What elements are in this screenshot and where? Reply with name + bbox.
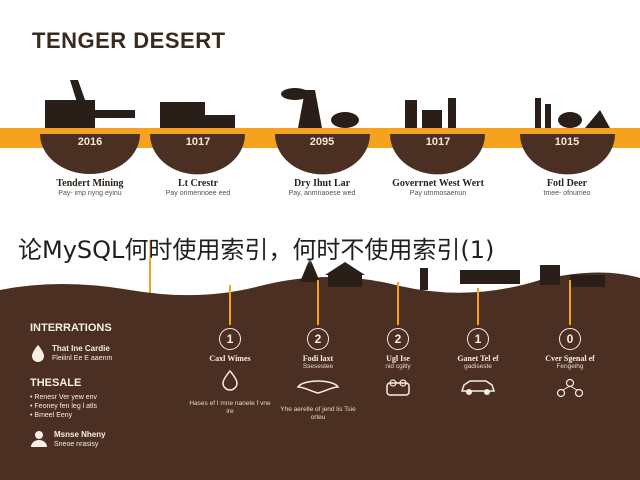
network-icon: [556, 378, 584, 398]
panel-item: That Ine Cardie Fleiiinl Ee E aaenm: [30, 344, 150, 363]
step-sub: Fengeihg: [556, 363, 584, 370]
crane-icon: [585, 110, 610, 128]
timeline-year: 1017: [425, 136, 451, 148]
timeline-label: Tendert Mining: [56, 178, 124, 189]
overlay-caption: 论MySQL何时使用索引，何时不使用索引(1): [18, 236, 495, 264]
step-number: 2: [387, 328, 409, 350]
timeline-label: Dry Ihut Lar: [293, 178, 351, 189]
panel-bullet: Renesr Ver yew env: [34, 394, 98, 401]
step-item: 0 Cver Sgenal ef Fengeihg: [525, 328, 615, 404]
panel-item-title: That Ine Cardie: [52, 344, 110, 353]
timeline-bowl-3: [275, 134, 370, 175]
step-number: 2: [307, 328, 329, 350]
step-title: Caxl Wimes: [209, 354, 251, 363]
house-icon: [328, 275, 362, 287]
timeline-sub: tmee- ofnumeo: [543, 190, 591, 197]
timeline-sub: Pay- imp nyng eyinu: [58, 190, 122, 197]
panel-bullet: Bmeel Eeny: [34, 412, 73, 419]
truck-icon: [570, 275, 605, 287]
step-title: Ugl Ise: [386, 354, 410, 363]
timeline-bowl-4: [390, 134, 485, 175]
building-icon: [422, 110, 442, 128]
step-item: 1 Ganet Tel ef gadiseste: [433, 328, 523, 402]
panel-item-title: Msnse Nheny: [54, 430, 106, 439]
mine-platform-icon: [55, 110, 135, 118]
step-title: Cver Sgenal ef: [545, 354, 595, 363]
timeline-label: Fotl Deer: [546, 178, 588, 189]
timeline-illustration: [0, 80, 640, 175]
timeline-sub: Pay utnmosaenun: [409, 190, 467, 197]
dune-shape: [0, 272, 640, 480]
train-icon: [460, 270, 520, 284]
timeline-year: 1015: [554, 136, 580, 148]
timeline-label: Goverrnet West Wert: [392, 178, 484, 189]
step-desc: Hases ef I mne nanete f vne ire: [189, 400, 271, 415]
truck-icon: [205, 115, 235, 128]
drop-icon: [32, 345, 44, 362]
factory-icon: [160, 102, 205, 128]
basket-icon: [386, 379, 410, 396]
tank-icon: [558, 112, 582, 128]
step-number: 1: [467, 328, 489, 350]
tank-icon: [540, 265, 560, 285]
wings-icon: [296, 380, 340, 394]
power-tower-icon: [300, 258, 320, 282]
panel-bullet: Feoney fen leg l atls: [34, 403, 98, 410]
tree-icon: [281, 88, 309, 100]
panel-heading: THESALE: [30, 377, 82, 389]
car-icon: [460, 380, 496, 395]
panel-item-text: Fleiiinl Ee E aaenm: [52, 355, 113, 362]
stack-icon: [535, 98, 541, 128]
timeline-bowl-2: [150, 134, 245, 175]
timeline-year: 1017: [185, 136, 211, 148]
tower-icon: [405, 100, 417, 128]
step-desc: Yhe aerelle of jend lis Tsie orteu: [280, 406, 356, 421]
dune-illustration: [0, 240, 640, 480]
timeline-sub: Pay onmennoee eed: [165, 190, 231, 197]
animal-icon: [331, 112, 359, 128]
chimney-icon: [448, 98, 456, 128]
panel-heading: INTERRATIONS: [30, 322, 112, 334]
step-title: Fodi laxt: [302, 354, 334, 363]
panel-item: Msnse Nheny Sneoe nrasisy: [30, 430, 150, 449]
timeline-year: 2095: [309, 136, 335, 148]
drop-icon: [222, 369, 238, 391]
panel-bullets: • Renesr Ver yew env • Feoney fen leg l …: [30, 394, 98, 419]
water-tower-icon: [420, 268, 428, 290]
oil-rig-icon: [298, 90, 322, 128]
step-sub: Ssesestee: [302, 363, 334, 370]
stack-icon-2: [545, 104, 551, 128]
step-title: Ganet Tel ef: [457, 354, 499, 363]
timeline-bowl-1: [40, 134, 140, 174]
timeline-year: 2016: [77, 136, 103, 148]
panel-item-text: Sneoe nrasisy: [54, 441, 99, 448]
step-item: 1 Caxl Wimes Hases ef I mne nanete f vne…: [185, 328, 275, 416]
step-number: 1: [219, 328, 241, 350]
step-sub: gadiseste: [464, 363, 492, 370]
left-panel: INTERRATIONS That Ine Cardie Fleiiinl Ee…: [30, 322, 150, 449]
step-item: 2 Ugl Ise nid cgitly: [353, 328, 443, 402]
page-title: TENGER DESERT: [32, 28, 226, 53]
step-sub: nid cgitly: [385, 363, 411, 370]
person-icon: [31, 431, 47, 447]
step-item: 2 Fodi laxt Ssesestee Yhe aerelle of jen…: [273, 328, 363, 422]
timeline: 2016 Tendert Mining Pay- imp nyng eyinu …: [56, 136, 591, 197]
house-roof-icon: [325, 262, 365, 275]
step-number: 0: [559, 328, 581, 350]
timeline-sub: Pay, anmnaoese wed: [288, 190, 356, 197]
timeline-bowl-5: [520, 134, 615, 175]
timeline-label: Lt Crestr: [177, 178, 219, 189]
